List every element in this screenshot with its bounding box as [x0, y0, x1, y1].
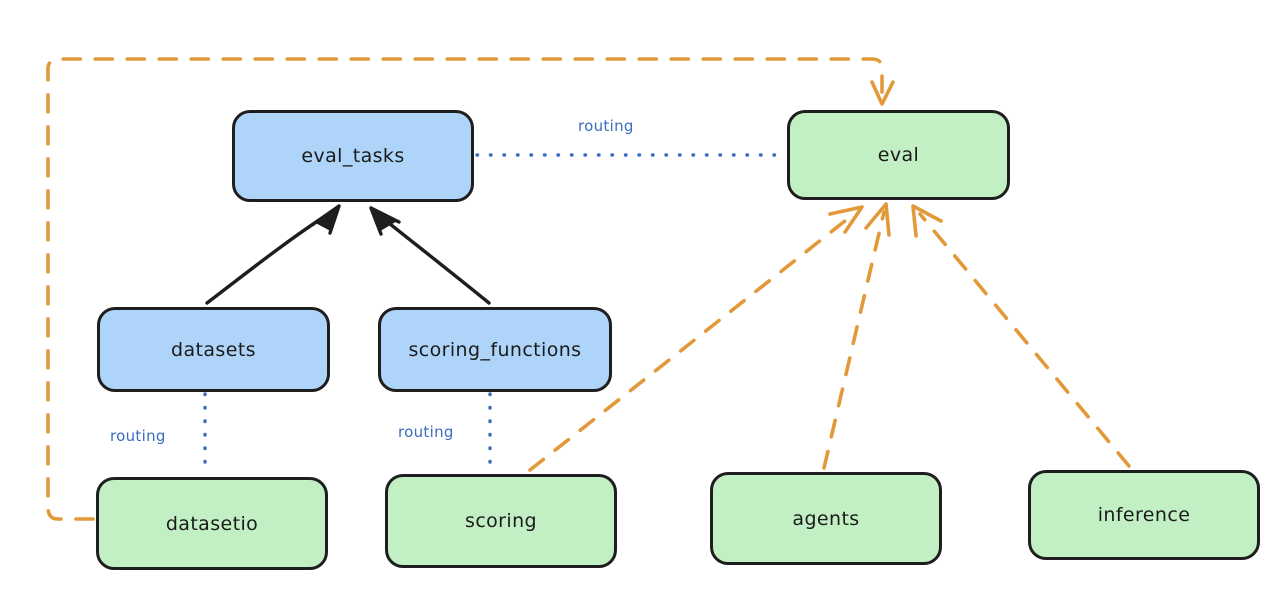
node-label: agents — [792, 507, 860, 530]
node-label: datasetio — [165, 512, 259, 535]
node-label: scoring_functions — [408, 338, 582, 361]
node-agents[interactable]: agents — [710, 472, 942, 565]
node-label: datasets — [171, 338, 256, 361]
node-inference[interactable]: inference — [1028, 470, 1260, 560]
node-eval-tasks[interactable]: eval_tasks — [232, 110, 474, 202]
node-label: inference — [1097, 504, 1191, 526]
edge-label-routing-datasets-to-datasetio: routing — [110, 427, 166, 445]
node-eval[interactable]: eval — [787, 110, 1010, 200]
edge-agents-to-eval-dependency — [822, 202, 891, 470]
edge-scoring_functions-to-eval_tasks — [369, 206, 491, 305]
node-datasets[interactable]: datasets — [97, 307, 330, 392]
node-scoring[interactable]: scoring — [385, 474, 617, 568]
edge-datasets-to-eval_tasks — [205, 204, 341, 305]
node-datasetio[interactable]: datasetio — [96, 477, 328, 570]
edge-inference-to-eval-dependency — [911, 204, 1131, 468]
node-label: eval — [877, 144, 920, 166]
node-scoring-functions[interactable]: scoring_functions — [378, 307, 612, 392]
node-label: scoring — [465, 510, 537, 532]
node-label: eval_tasks — [301, 145, 405, 167]
edge-label-routing-eval-tasks-to-eval: routing — [578, 117, 634, 135]
edge-label-routing-scoring-functions-to-scoring: routing — [398, 423, 454, 441]
